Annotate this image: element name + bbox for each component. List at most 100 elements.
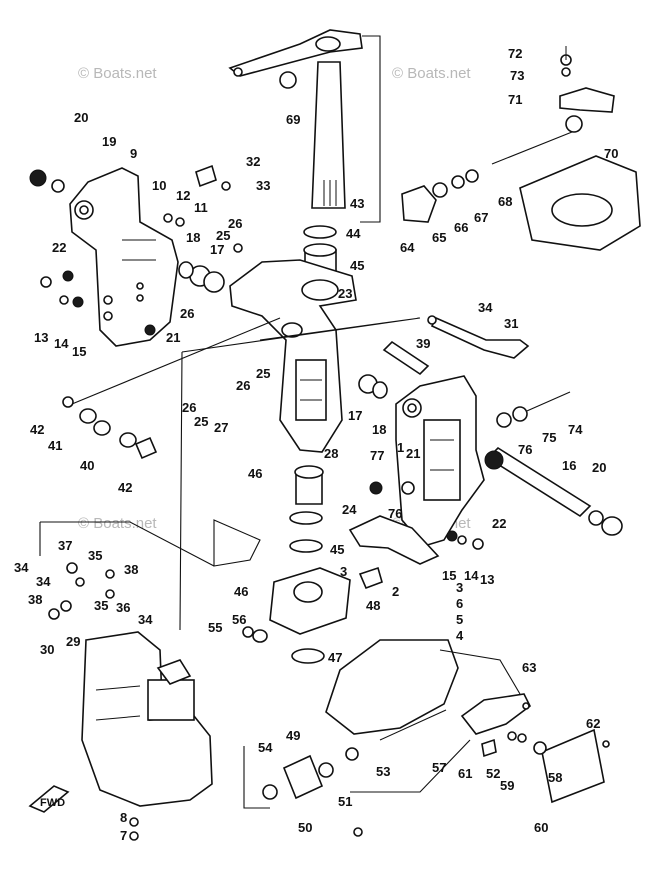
mount-65	[401, 185, 437, 223]
nut-52	[353, 827, 363, 837]
bushing-42a	[79, 408, 97, 424]
callout: 54	[258, 740, 273, 755]
callout: 59	[500, 778, 514, 793]
callout: 13	[34, 330, 48, 345]
callout: 24	[342, 502, 357, 517]
callout: 43	[350, 196, 364, 211]
nut-20	[29, 169, 47, 187]
callout: 22	[52, 240, 66, 255]
callout: 26	[180, 306, 194, 321]
clamp-bracket-right	[395, 375, 485, 547]
callout: 34	[14, 560, 29, 575]
callout: 29	[66, 634, 80, 649]
callout: 45	[330, 542, 344, 557]
pin-40	[382, 340, 430, 376]
bracket-72	[559, 87, 615, 113]
bolt-54	[379, 709, 447, 741]
washer-16-end	[588, 510, 604, 526]
washer-18-right	[372, 381, 388, 399]
callout: 46	[234, 584, 248, 599]
bracket-58	[460, 693, 532, 735]
callout: 66	[454, 220, 468, 235]
washer-35b	[105, 589, 115, 599]
tilt-shaft	[71, 317, 281, 405]
washer-26	[233, 243, 243, 253]
washer-51	[318, 762, 334, 778]
cap-20	[601, 516, 623, 536]
washer-52	[345, 747, 359, 761]
washer-45	[303, 225, 337, 239]
bolt-62	[481, 738, 497, 758]
callout: 38	[28, 592, 42, 607]
callout: 46	[248, 466, 262, 481]
bolt-42	[134, 436, 158, 460]
callout: 18	[186, 230, 200, 245]
nut-15	[72, 296, 84, 308]
clip-39	[60, 600, 72, 612]
callout: 15	[442, 568, 456, 583]
washer-14	[59, 295, 69, 305]
callout: 14	[464, 568, 479, 583]
callout: 21	[166, 330, 180, 345]
washer-24	[289, 511, 323, 525]
callout: 67	[474, 210, 488, 225]
seal-48	[291, 648, 325, 664]
bolt-13	[40, 276, 52, 288]
watermark: © Boats.net	[392, 65, 471, 82]
callout: 14	[54, 336, 69, 351]
callout: 64	[400, 240, 415, 255]
callout: 7	[120, 828, 127, 843]
callout: 65	[432, 230, 446, 245]
bushing-71	[565, 115, 583, 133]
washer-53	[517, 733, 527, 743]
washer-18-left	[178, 261, 194, 279]
callout: 34	[478, 300, 493, 315]
callout: 63	[522, 660, 536, 675]
bolt-31	[48, 608, 60, 620]
washer-14-right	[457, 535, 467, 545]
callout: 69	[286, 112, 300, 127]
callout: 26	[228, 216, 242, 231]
callout: 71	[508, 92, 522, 107]
washer-66	[432, 182, 448, 198]
callout: 52	[486, 766, 500, 781]
nut-7	[129, 831, 139, 841]
callout: 76	[518, 442, 532, 457]
callout: 13	[480, 572, 494, 587]
washer-55	[262, 784, 278, 800]
callout: 40	[80, 458, 94, 473]
callout: 62	[586, 716, 600, 731]
callout: 16	[562, 458, 576, 473]
callout: 2	[392, 584, 399, 599]
callout: 35	[88, 548, 102, 563]
mount-50	[282, 754, 324, 800]
nut-43	[62, 396, 74, 408]
callout: 60	[534, 820, 548, 835]
callout: 26	[182, 400, 196, 415]
callout: 3	[456, 580, 463, 595]
bolt-49	[358, 566, 383, 590]
callout: 44	[346, 226, 361, 241]
washer-35-small	[75, 577, 85, 587]
callout: 55	[208, 620, 222, 635]
washer-45-lower	[289, 539, 323, 553]
washer-8	[129, 817, 139, 827]
stopper-2	[348, 515, 440, 565]
bolt-34-small	[66, 562, 78, 574]
lever-32	[430, 316, 530, 359]
callout: 23	[338, 286, 352, 301]
callout: 34	[36, 574, 51, 589]
callout: 74	[568, 422, 583, 437]
nut-16-end	[484, 450, 504, 470]
callout: 18	[372, 422, 386, 437]
washer-57	[242, 626, 254, 638]
washer-70	[279, 71, 297, 89]
callout: 20	[592, 460, 606, 475]
callout: 56	[232, 612, 246, 627]
bushing-41a	[93, 420, 111, 436]
bolt-36	[105, 569, 115, 579]
washer-68	[465, 169, 479, 183]
callout: 68	[498, 194, 512, 209]
callout: 15	[72, 344, 86, 359]
